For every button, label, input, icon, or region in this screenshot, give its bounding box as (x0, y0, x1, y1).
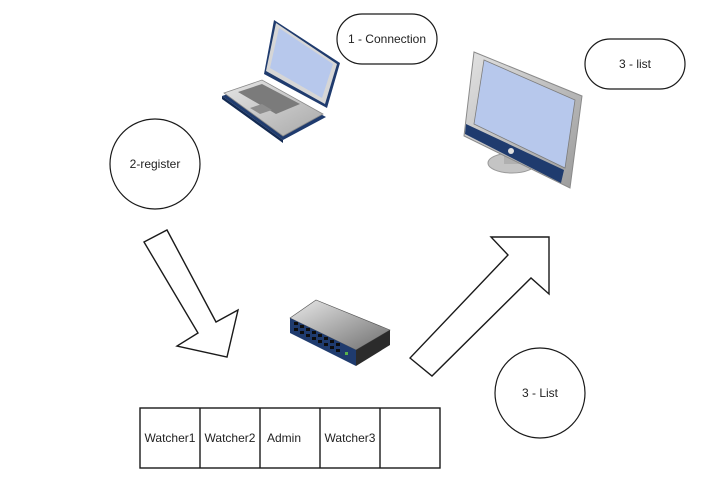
monitor-icon (463, 51, 583, 189)
table-cell: Watcher3 (325, 431, 376, 445)
label-list-bottom: 3 - List (494, 347, 586, 439)
laptop-icon (222, 20, 340, 143)
arrow-list (408, 236, 550, 377)
table-cell: Watcher2 (205, 431, 256, 445)
label-list-bottom-text: 3 - List (522, 386, 559, 400)
label-connection-text: 1 - Connection (348, 32, 426, 46)
arrow-register (143, 229, 240, 358)
label-list-top-text: 3 - list (619, 57, 652, 71)
label-connection: 1 - Connection (336, 13, 438, 65)
network-switch-icon (289, 299, 391, 366)
client-table: Watcher1 Watcher2 Admin Watcher3 (139, 407, 441, 469)
table-cell: Watcher1 (145, 431, 196, 445)
label-register: 2-register (109, 118, 201, 210)
label-register-text: 2-register (130, 157, 181, 171)
table-cell: Admin (267, 431, 301, 445)
label-list-top: 3 - list (584, 38, 686, 90)
